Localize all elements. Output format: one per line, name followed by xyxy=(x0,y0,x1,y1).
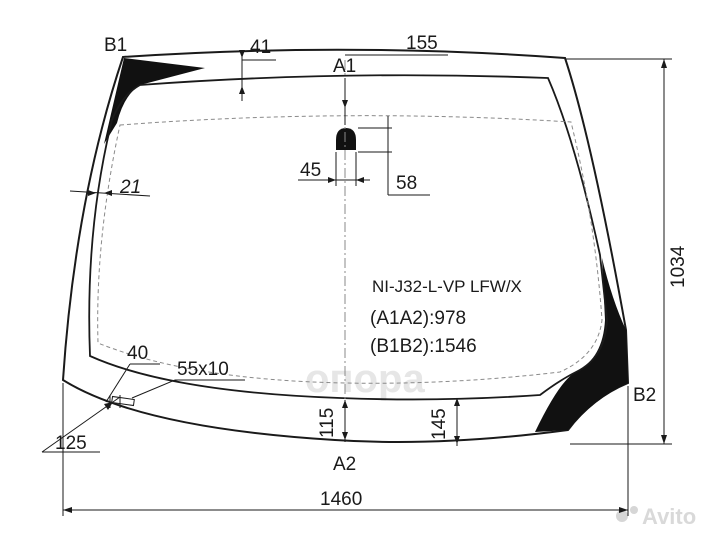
point-b1-label: B1 xyxy=(104,35,127,56)
point-a2-label: A2 xyxy=(333,454,356,475)
label-area-mark xyxy=(111,395,135,407)
dim-label-area: 55x10 xyxy=(177,359,229,380)
dim-right-bottom: 145 xyxy=(429,408,450,440)
dim-sensor-height: 58 xyxy=(396,173,417,194)
print-line-dashed xyxy=(97,115,603,384)
watermark-opora: опора xyxy=(305,357,425,401)
spec-b1b2: (B1B2):1546 xyxy=(370,336,477,357)
glass-outline-outer xyxy=(61,48,630,444)
dim-center-bottom: 115 xyxy=(317,408,338,438)
frit-band-top-left xyxy=(104,58,205,144)
dim-corner-offset: 125 xyxy=(55,433,87,454)
dim-top-band: 41 xyxy=(250,37,271,58)
sensor-patch xyxy=(336,128,356,150)
watermark-avito: Avito xyxy=(616,504,696,529)
spec-a1a2: (A1A2):978 xyxy=(370,308,466,329)
dim-sensor-width: 45 xyxy=(300,160,321,181)
dim-width: 1460 xyxy=(320,489,362,510)
svg-text:Avito: Avito xyxy=(642,504,696,529)
dim-side-band: 21 xyxy=(119,177,141,198)
dim-lower-band: 40 xyxy=(127,343,148,364)
product-code: NI-J32-L-VP LFW/X xyxy=(372,277,522,296)
point-b2-label: B2 xyxy=(633,385,656,406)
glass-outline-inner xyxy=(88,74,608,401)
point-a1-label: A1 xyxy=(333,56,356,77)
frit-band-right xyxy=(535,258,628,432)
dim-height: 1034 xyxy=(668,245,689,288)
dim-top-offset: 155 xyxy=(406,33,438,54)
